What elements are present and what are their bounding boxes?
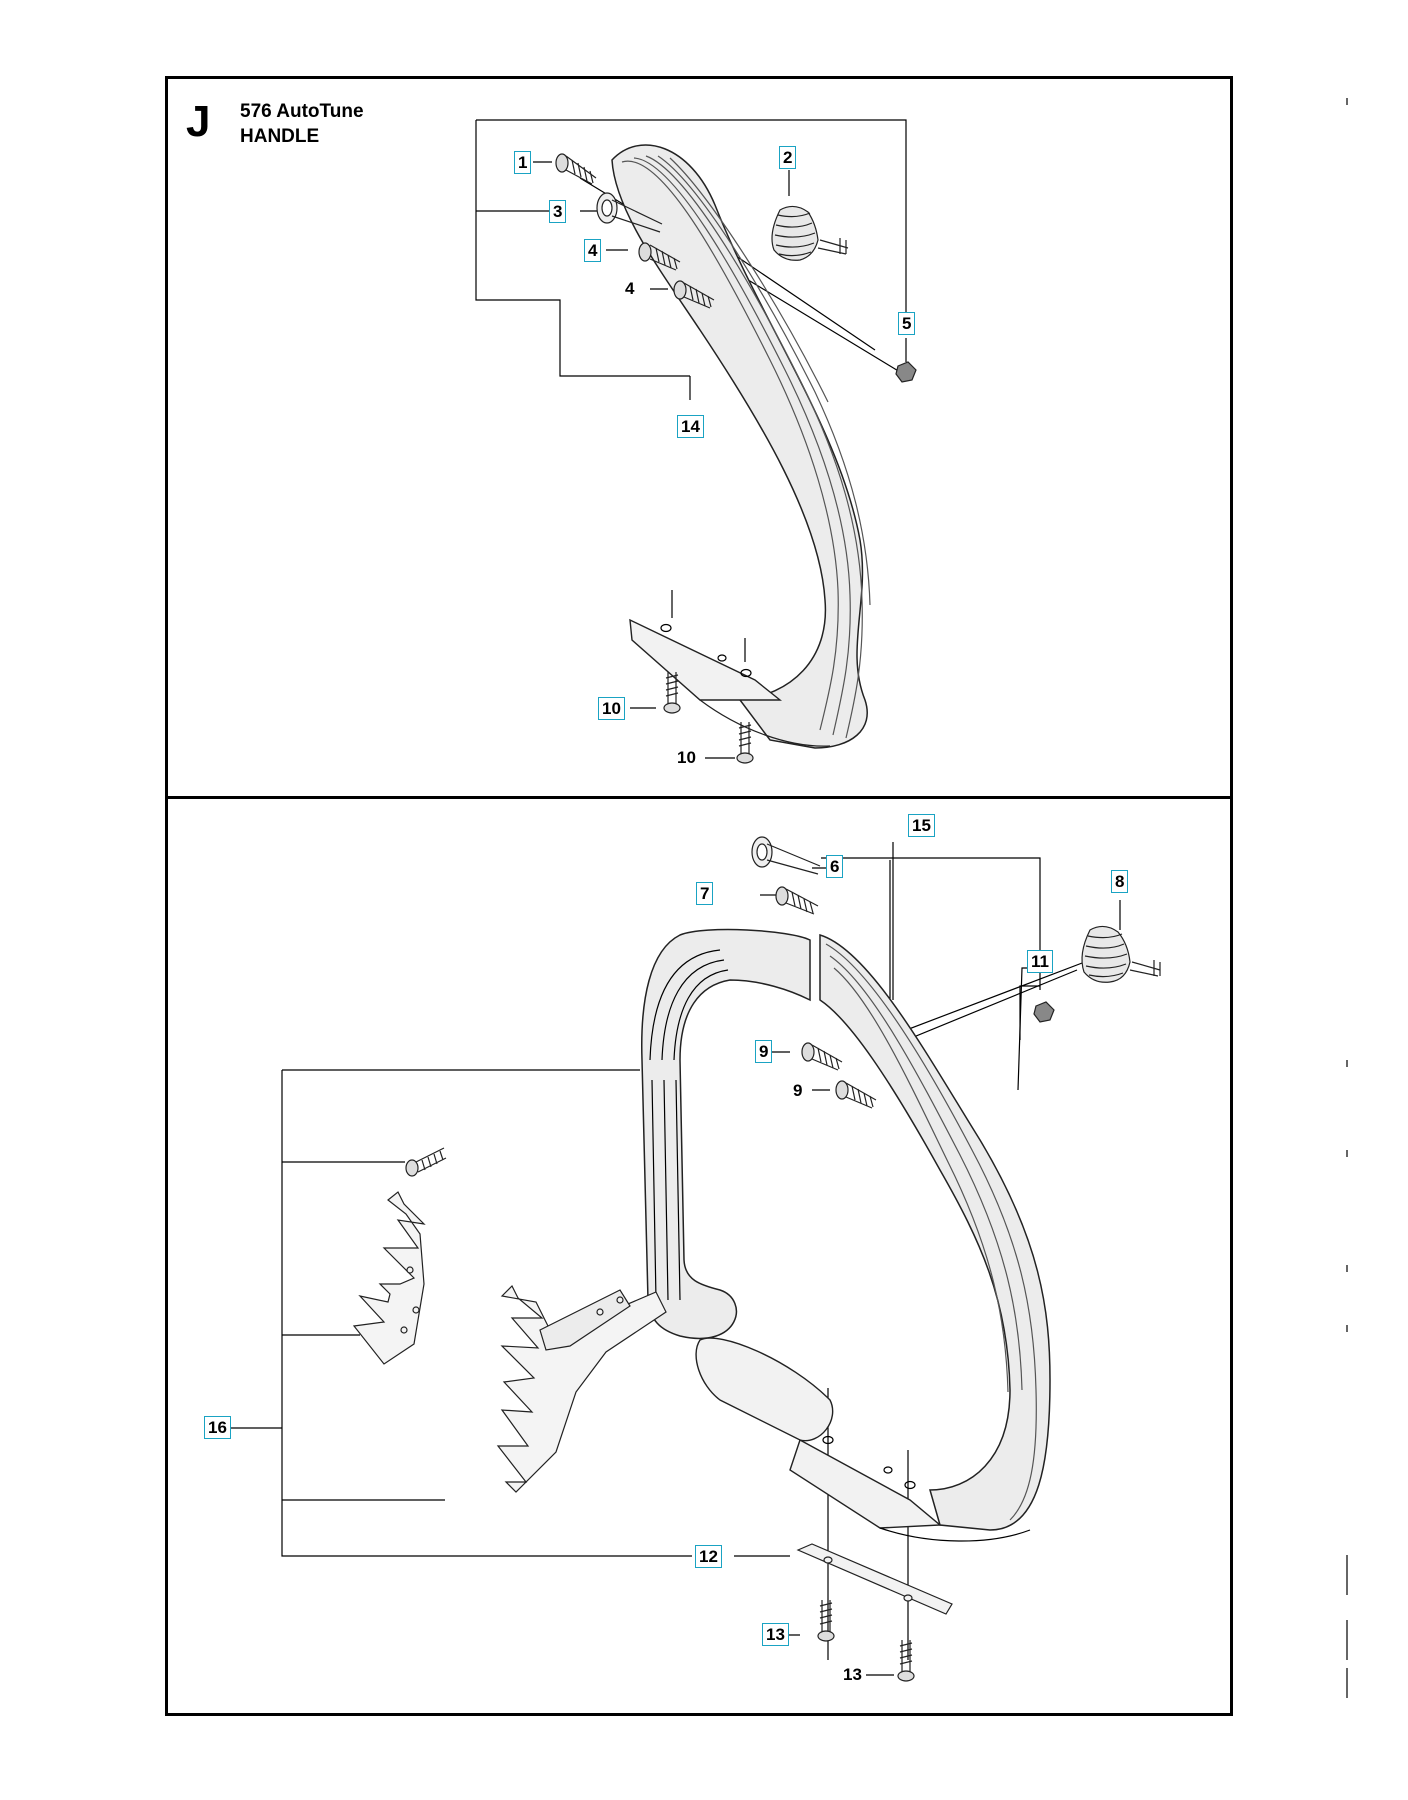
top-bolt-3: [596, 192, 663, 233]
callout-16: 16: [204, 1416, 231, 1439]
callout-8: 8: [1111, 870, 1129, 893]
top-spring-2: [771, 205, 849, 261]
callout-14: 14: [677, 415, 704, 438]
top-front-handle: [611, 144, 871, 749]
callout-9b: 9: [793, 1081, 803, 1100]
panel-divider: [165, 796, 1233, 799]
bottom-bolt-9a: [801, 1042, 843, 1071]
callout-15: 15: [908, 814, 935, 837]
top-bolt-4a: [638, 242, 681, 271]
top-bolt-1: [555, 153, 597, 185]
callout-4b: 4: [625, 279, 635, 298]
top-screw-10b: [736, 722, 754, 764]
margin-mark: [1346, 1265, 1348, 1272]
margin-mark: [1346, 1555, 1348, 1595]
top-bolt-4b: [673, 280, 715, 309]
bottom-bolt-7: [775, 886, 819, 915]
top-nut-5: [895, 361, 917, 383]
margin-mark: [1346, 98, 1348, 105]
callout-1: 1: [514, 151, 532, 174]
margin-mark: [1346, 1620, 1348, 1660]
callout-10b: 10: [677, 748, 696, 767]
callout-11: 11: [1027, 950, 1053, 973]
bottom-bolt-6: [751, 836, 821, 875]
bottom-screw-13b: [897, 1640, 915, 1682]
bottom-spike-b: [496, 1284, 667, 1493]
section-letter: J: [186, 97, 211, 146]
bottom-screw-13a: [817, 1600, 835, 1642]
bottom-front-handle: [641, 928, 1051, 1542]
callout-3: 3: [549, 200, 567, 223]
callout-9a: 9: [755, 1040, 773, 1063]
margin-mark: [1346, 1150, 1348, 1157]
callout-4a: 4: [584, 239, 602, 262]
margin-mark: [1346, 1668, 1348, 1698]
callout-2: 2: [779, 146, 797, 169]
bottom-spike-a: [352, 1191, 426, 1365]
callout-5: 5: [898, 312, 916, 335]
margin-mark: [1346, 1325, 1348, 1332]
callout-10a: 10: [598, 697, 625, 720]
callout-6: 6: [826, 855, 844, 878]
diagram-frame: [165, 76, 1233, 1716]
callout-13b: 13: [843, 1665, 862, 1684]
top-screw-10a: [663, 672, 681, 714]
margin-mark: [1346, 1060, 1348, 1067]
bottom-bolt-9b: [835, 1080, 877, 1109]
bottom-nut-11: [1033, 1001, 1055, 1023]
bottom-strap-12: [796, 1543, 953, 1615]
section-title: HANDLE: [240, 126, 320, 147]
bottom-screw-16: [405, 1147, 447, 1177]
bottom-spring-8: [1081, 925, 1161, 983]
callout-7: 7: [696, 882, 714, 905]
callout-12: 12: [695, 1545, 722, 1568]
model-title: 576 AutoTune: [240, 101, 364, 122]
callout-13a: 13: [762, 1623, 789, 1646]
